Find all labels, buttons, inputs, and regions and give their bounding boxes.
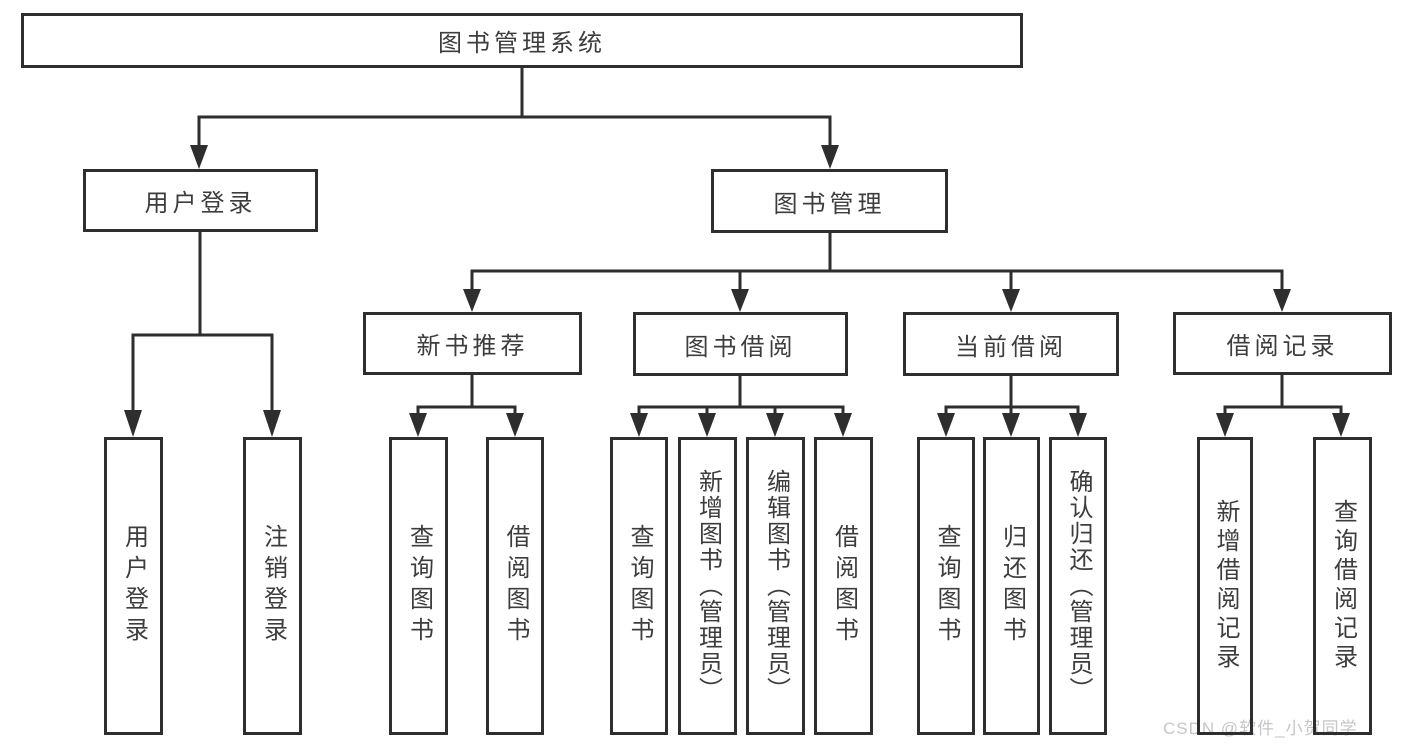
node-new-book-recommendation-label: 新书推荐 xyxy=(416,333,529,360)
leaf-current-query-book-label: 查询图书 xyxy=(933,524,960,648)
root-node-library-system: 图书管理系统 xyxy=(21,13,1023,68)
leaf-edit-book-admin-label: 编辑图书（管理员） xyxy=(762,469,790,703)
leaf-recommend-query-book: 查询图书 xyxy=(389,437,448,735)
leaf-logout: 注销登录 xyxy=(243,437,302,735)
leaf-user-login-label: 用户登录 xyxy=(120,524,148,648)
connector-stems xyxy=(131,68,1343,418)
node-book-borrowing: 图书借阅 xyxy=(633,312,848,376)
leaf-recommend-borrow-book: 借阅图书 xyxy=(486,437,544,735)
leaf-logout-label: 注销登录 xyxy=(259,524,287,648)
node-current-borrowing-label: 当前借阅 xyxy=(955,333,1067,361)
leaf-user-login: 用户登录 xyxy=(104,437,163,735)
leaf-recommend-query-book-label: 查询图书 xyxy=(405,524,433,648)
leaf-borrow-query-book: 查询图书 xyxy=(610,437,668,735)
node-user-login: 用户登录 xyxy=(83,169,318,232)
node-book-management: 图书管理 xyxy=(711,169,948,233)
leaf-add-borrow-record: 新增借阅记录 xyxy=(1197,437,1253,735)
leaf-return-book: 归还图书 xyxy=(983,437,1040,735)
leaf-confirm-return-admin-label: 确认归还（管理员） xyxy=(1065,469,1092,703)
leaf-add-book-admin: 新增图书（管理员） xyxy=(678,437,737,735)
leaf-confirm-return-admin: 确认归还（管理员） xyxy=(1049,437,1107,735)
leaf-recommend-borrow-book-label: 借阅图书 xyxy=(502,524,529,648)
leaf-borrow-query-book-label: 查询图书 xyxy=(626,524,653,648)
node-book-management-label: 图书管理 xyxy=(773,190,886,218)
leaf-borrow-book: 借阅图书 xyxy=(814,437,873,735)
leaf-current-query-book: 查询图书 xyxy=(917,437,975,735)
root-node-label: 图书管理系统 xyxy=(438,30,606,57)
leaf-edit-book-admin: 编辑图书（管理员） xyxy=(746,437,805,735)
connector-arrowheads xyxy=(124,145,1350,437)
leaf-add-borrow-record-label: 新增借阅记录 xyxy=(1212,499,1239,673)
node-book-borrowing-label: 图书借阅 xyxy=(684,333,797,361)
node-current-borrowing: 当前借阅 xyxy=(903,312,1119,376)
csdn-watermark: CSDN @软件_小贺同学 xyxy=(1163,719,1358,738)
node-borrowing-records-label: 借阅记录 xyxy=(1226,333,1339,360)
node-new-book-recommendation: 新书推荐 xyxy=(363,312,582,375)
leaf-add-book-admin-label: 新增图书（管理员） xyxy=(694,469,722,703)
node-user-login-label: 用户登录 xyxy=(144,190,257,217)
node-borrowing-records: 借阅记录 xyxy=(1173,312,1392,375)
leaf-query-borrow-record: 查询借阅记录 xyxy=(1313,437,1372,735)
leaf-return-book-label: 归还图书 xyxy=(998,524,1026,648)
leaf-query-borrow-record-label: 查询借阅记录 xyxy=(1329,499,1357,673)
leaf-borrow-book-label: 借阅图书 xyxy=(830,524,858,648)
